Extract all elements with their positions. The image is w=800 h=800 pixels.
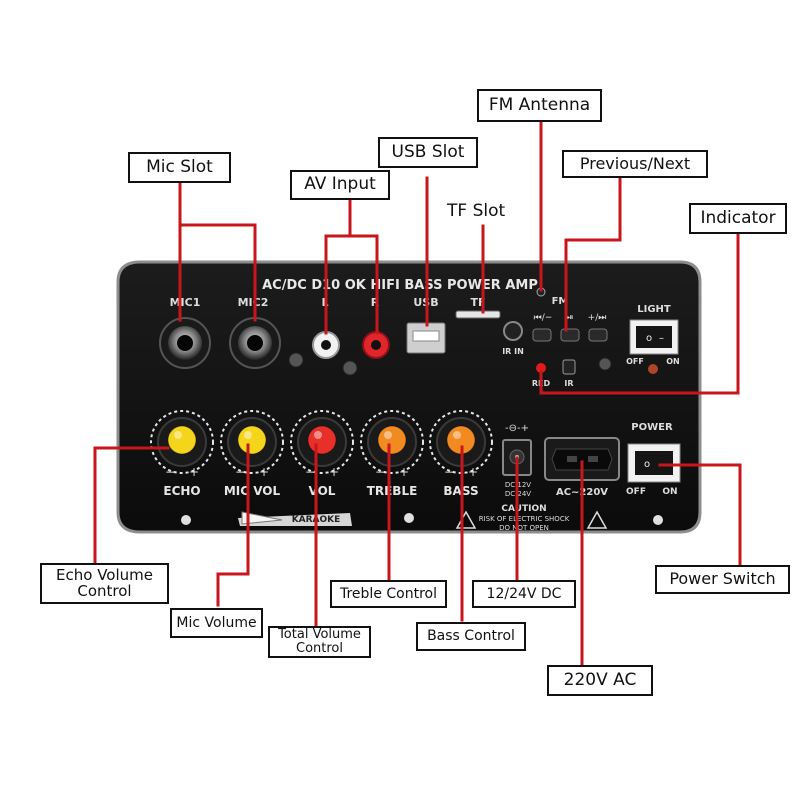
callout-dc-input: 12/24V DC	[472, 580, 576, 608]
power-switch[interactable]: o –	[627, 443, 681, 483]
callout-total-volume: Total Volume Control	[268, 626, 371, 658]
warning-triangle-icon	[586, 510, 608, 529]
play-pause-button[interactable]	[560, 328, 580, 342]
mic-vol-knob[interactable]	[220, 410, 284, 474]
light-off-label: OFF	[626, 357, 644, 366]
light-switch[interactable]: o –	[629, 319, 679, 355]
fm-label: FM	[552, 296, 569, 307]
next-button-label: +/⏭	[588, 313, 607, 323]
usb-port[interactable]	[406, 322, 446, 354]
ir-in-jack[interactable]	[503, 321, 523, 341]
leader-av-input	[324, 198, 379, 335]
callout-mic-slot: Mic Slot	[128, 152, 231, 183]
callout-bass-control: Bass Control	[416, 622, 526, 651]
karaoke-badge	[238, 511, 352, 526]
leader-mic-volume	[216, 443, 250, 607]
bass-plus-mark: +	[468, 465, 478, 479]
ir-label: IR	[564, 379, 573, 388]
red-indicator-led	[536, 363, 546, 373]
mounting-hole	[653, 515, 663, 525]
callout-ac-input: 220V AC	[547, 665, 653, 696]
treble-plus-mark: +	[399, 465, 409, 479]
svg-text:o: o	[646, 333, 652, 344]
callout-previous-next: Previous/Next	[562, 150, 708, 178]
prev-button-label: ⏮/−	[534, 313, 553, 323]
screw	[648, 364, 658, 374]
vol-plus-mark: +	[329, 465, 339, 479]
light-on-label: ON	[666, 357, 680, 366]
svg-text:o: o	[644, 459, 650, 470]
power-title: POWER	[631, 422, 673, 433]
bass-minus-mark: −	[444, 465, 454, 479]
ir-in-label: IR IN	[502, 347, 524, 356]
play-button-label: ⏯	[566, 313, 573, 323]
callout-mic-volume: Mic Volume	[170, 608, 263, 638]
leader-mic-slot	[178, 181, 257, 322]
mic2-jack[interactable]	[229, 317, 281, 369]
leader-echo-volume	[93, 446, 170, 567]
leader-indicator	[539, 232, 740, 395]
ir-receiver	[562, 359, 576, 375]
echo-knob-label: ECHO	[163, 484, 200, 498]
screw	[288, 352, 304, 368]
ac-power-socket[interactable]	[544, 437, 620, 481]
panel-header: AC/DC D10 OK HIFI BASS POWER AMP	[262, 278, 538, 293]
callout-power-switch: Power Switch	[655, 565, 790, 594]
svg-text:–: –	[659, 333, 664, 344]
treble-knob[interactable]	[360, 410, 424, 474]
callout-echo-volume: Echo Volume Control	[40, 563, 169, 604]
av-r-label: R	[371, 296, 380, 309]
screw	[598, 357, 612, 371]
treble-knob-label: TREBLE	[367, 484, 418, 498]
leader-power-switch	[658, 463, 742, 567]
dc-polarity-label: -⊖-+	[505, 423, 529, 434]
previous-button[interactable]	[532, 328, 552, 342]
echo-plus-mark: +	[189, 465, 199, 479]
callout-tf-slot: TF Slot	[447, 201, 506, 221]
mounting-hole	[181, 515, 191, 525]
av-left-jack[interactable]	[312, 331, 340, 359]
mic-vol-plus-mark: +	[259, 465, 269, 479]
callout-av-input: AV Input	[290, 170, 390, 200]
mic2-label: MIC2	[238, 296, 269, 309]
vol-knob-label: VOL	[309, 484, 336, 498]
power-off-label: OFF	[626, 487, 646, 497]
mic1-label: MIC1	[170, 296, 201, 309]
power-on-label: ON	[662, 487, 677, 497]
echo-knob[interactable]	[150, 410, 214, 474]
mic-vol-knob-label: MIC VOL	[224, 484, 281, 498]
mounting-hole	[404, 513, 414, 523]
callout-treble-control: Treble Control	[330, 580, 447, 608]
callout-usb-slot: USB Slot	[378, 137, 478, 168]
leader-lines	[93, 120, 742, 667]
caution-line-1: RISK OF ELECTRIC SHOCK	[479, 515, 570, 523]
screw	[342, 360, 358, 376]
callout-indicator: Indicator	[689, 203, 787, 234]
leader-previous-next	[564, 176, 622, 332]
vol-knob[interactable]	[290, 410, 354, 474]
bass-knob[interactable]	[429, 410, 493, 474]
echo-minus-mark: −	[165, 465, 175, 479]
av-right-jack[interactable]	[362, 331, 390, 359]
mic-vol-minus-mark: −	[235, 465, 245, 479]
callout-fm-antenna: FM Antenna	[477, 89, 602, 122]
next-button[interactable]	[588, 328, 608, 342]
caution-title: CAUTION	[501, 504, 546, 514]
light-title: LIGHT	[637, 304, 671, 315]
mic1-jack[interactable]	[159, 317, 211, 369]
vol-minus-mark: −	[305, 465, 315, 479]
tf-card-slot[interactable]	[455, 310, 501, 319]
treble-minus-mark: −	[375, 465, 385, 479]
caution-line-2: DO NOT OPEN	[499, 524, 549, 532]
